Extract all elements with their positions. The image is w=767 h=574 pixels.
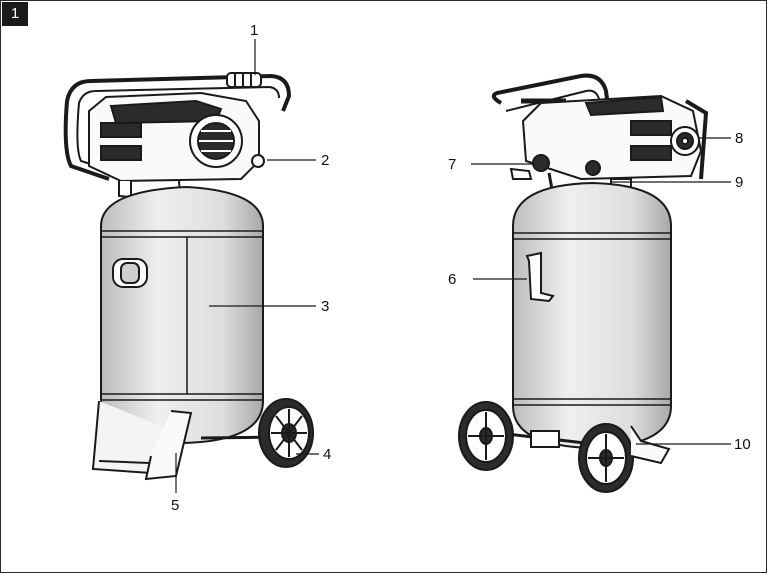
left-wheel-rear [458, 401, 514, 471]
air-tank [100, 185, 264, 445]
callout-6: 6 [448, 271, 456, 288]
compressor-rear-view [458, 73, 709, 493]
figure-number-badge: 1 [2, 2, 28, 26]
callout-9: 9 [735, 174, 743, 191]
callout-10: 10 [734, 436, 751, 453]
hose-hook [525, 251, 555, 303]
callout-8: 8 [735, 130, 743, 147]
callout-4: 4 [323, 446, 331, 463]
pressure-gauge [532, 154, 550, 172]
callout-1: 1 [250, 22, 258, 39]
outlet-fitting [251, 154, 265, 168]
callout-3: 3 [321, 298, 329, 315]
right-wheel-rear [578, 423, 634, 493]
carry-handle [63, 73, 292, 181]
regulator-knob [585, 160, 601, 176]
carry-handle-rear [491, 73, 613, 132]
callout-2: 2 [321, 152, 329, 169]
callout-5: 5 [171, 497, 179, 514]
callout-7: 7 [448, 156, 456, 173]
rear-wheel [258, 398, 314, 468]
compressor-front-view [63, 72, 314, 481]
leader-lines [175, 39, 731, 493]
air-tank-rear [512, 181, 672, 450]
